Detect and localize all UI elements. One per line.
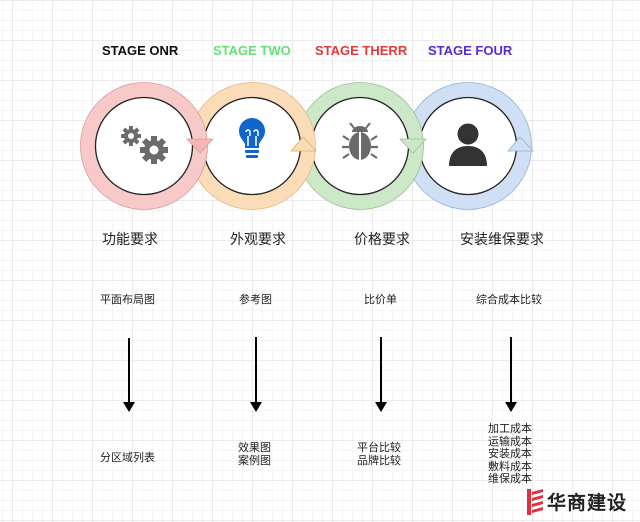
outputs-two: 效果图 案例图 — [238, 441, 271, 467]
output-item: 品牌比较 — [357, 453, 401, 467]
down-arrow-one — [123, 338, 135, 412]
deliverable-three: 比价单 — [364, 293, 397, 306]
output-item: 运输成本 — [488, 434, 532, 448]
stage-title-two: STAGE TWO — [213, 43, 291, 58]
requirement-one: 功能要求 — [102, 232, 158, 248]
output-item: 维保成本 — [488, 472, 532, 485]
output-item: 效果图 — [238, 441, 271, 454]
logo-text: 华商建设 — [547, 492, 628, 514]
logo-mark-icon — [527, 488, 543, 515]
output-item: 加工成本 — [488, 422, 532, 435]
output-item: 敷料成本 — [488, 459, 532, 473]
lightbulb-icon — [239, 118, 265, 158]
deliverable-one: 平面布局图 — [100, 293, 155, 306]
output-item: 分区域列表 — [100, 451, 155, 464]
stage-title-four: STAGE FOUR — [428, 43, 513, 58]
stage-rings — [80, 82, 534, 210]
bug-icon — [342, 122, 378, 160]
arrowhead-down-three — [399, 138, 427, 154]
output-item: 平台比较 — [357, 441, 401, 454]
down-arrow-three — [375, 337, 387, 412]
requirement-three: 价格要求 — [354, 232, 410, 248]
user-icon — [449, 123, 487, 166]
requirement-two: 外观要求 — [230, 232, 286, 248]
outputs-one: 分区域列表 — [100, 451, 155, 465]
deliverable-four: 综合成本比较 — [476, 293, 542, 306]
output-item: 案例图 — [238, 453, 271, 467]
down-arrow-four — [505, 337, 517, 412]
stage-title-three: STAGE THERR — [315, 43, 408, 58]
deliverable-two: 参考图 — [239, 293, 272, 306]
outputs-four: 加工成本 运输成本 安装成本 敷料成本 维保成本 — [488, 422, 532, 486]
requirement-four: 安装维保要求 — [460, 232, 544, 248]
stage-title-one: STAGE ONR — [102, 43, 179, 58]
arrowhead-up-four — [507, 136, 534, 152]
output-item: 安装成本 — [488, 447, 532, 460]
arrowhead-down-one — [186, 138, 214, 154]
down-arrow-two — [250, 337, 262, 412]
ring-stage-one — [80, 82, 208, 210]
arrowhead-up-two — [290, 136, 317, 152]
outputs-three: 平台比较 品牌比较 — [357, 441, 401, 467]
gears-icon — [121, 126, 168, 164]
company-logo: 华商建设 — [527, 488, 627, 515]
